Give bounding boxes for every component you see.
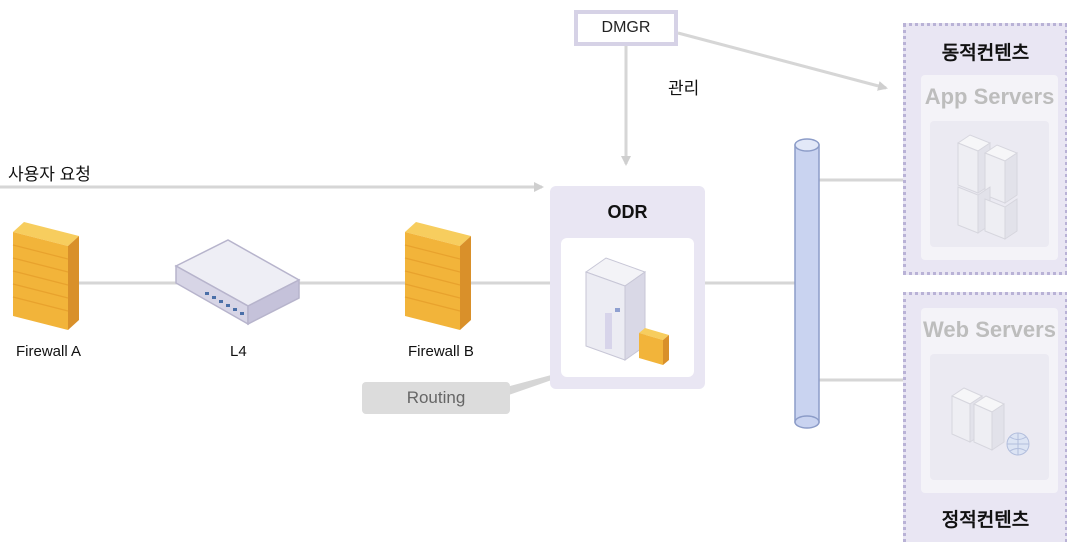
network-bus-icon	[794, 138, 820, 429]
odr-title: ODR	[607, 202, 648, 222]
web-servers-icon	[950, 387, 1030, 456]
user-request-label: 사용자 요청	[8, 165, 91, 184]
dmgr-node: DMGR	[574, 10, 678, 46]
odr-server-panel	[561, 238, 694, 377]
firewall-a-icon	[12, 222, 79, 330]
dmgr-label: DMGR	[601, 19, 651, 36]
web-servers-title: Web Servers	[923, 317, 1056, 342]
dmgr-to-app-servers-arrow	[677, 31, 888, 91]
app-servers-icon-panel	[930, 121, 1049, 247]
odr-server-icon	[584, 257, 669, 365]
firewall-a-label: Firewall A	[16, 343, 82, 360]
firewall-b-icon	[404, 222, 471, 330]
static-content-title: 정적컨텐츠	[941, 510, 1030, 531]
firewall-b-label: Firewall B	[408, 343, 474, 360]
dynamic-content-title: 동적컨텐츠	[941, 43, 1030, 64]
app-servers-title: App Servers	[924, 84, 1055, 109]
l4-switch-icon	[174, 239, 301, 326]
l4-label: L4	[230, 343, 247, 360]
routing-callout: Routing	[362, 382, 510, 414]
management-label: 관리	[668, 79, 700, 98]
routing-label: Routing	[406, 388, 466, 407]
web-servers-icon-panel	[930, 354, 1049, 480]
app-servers-icon	[956, 134, 1019, 240]
